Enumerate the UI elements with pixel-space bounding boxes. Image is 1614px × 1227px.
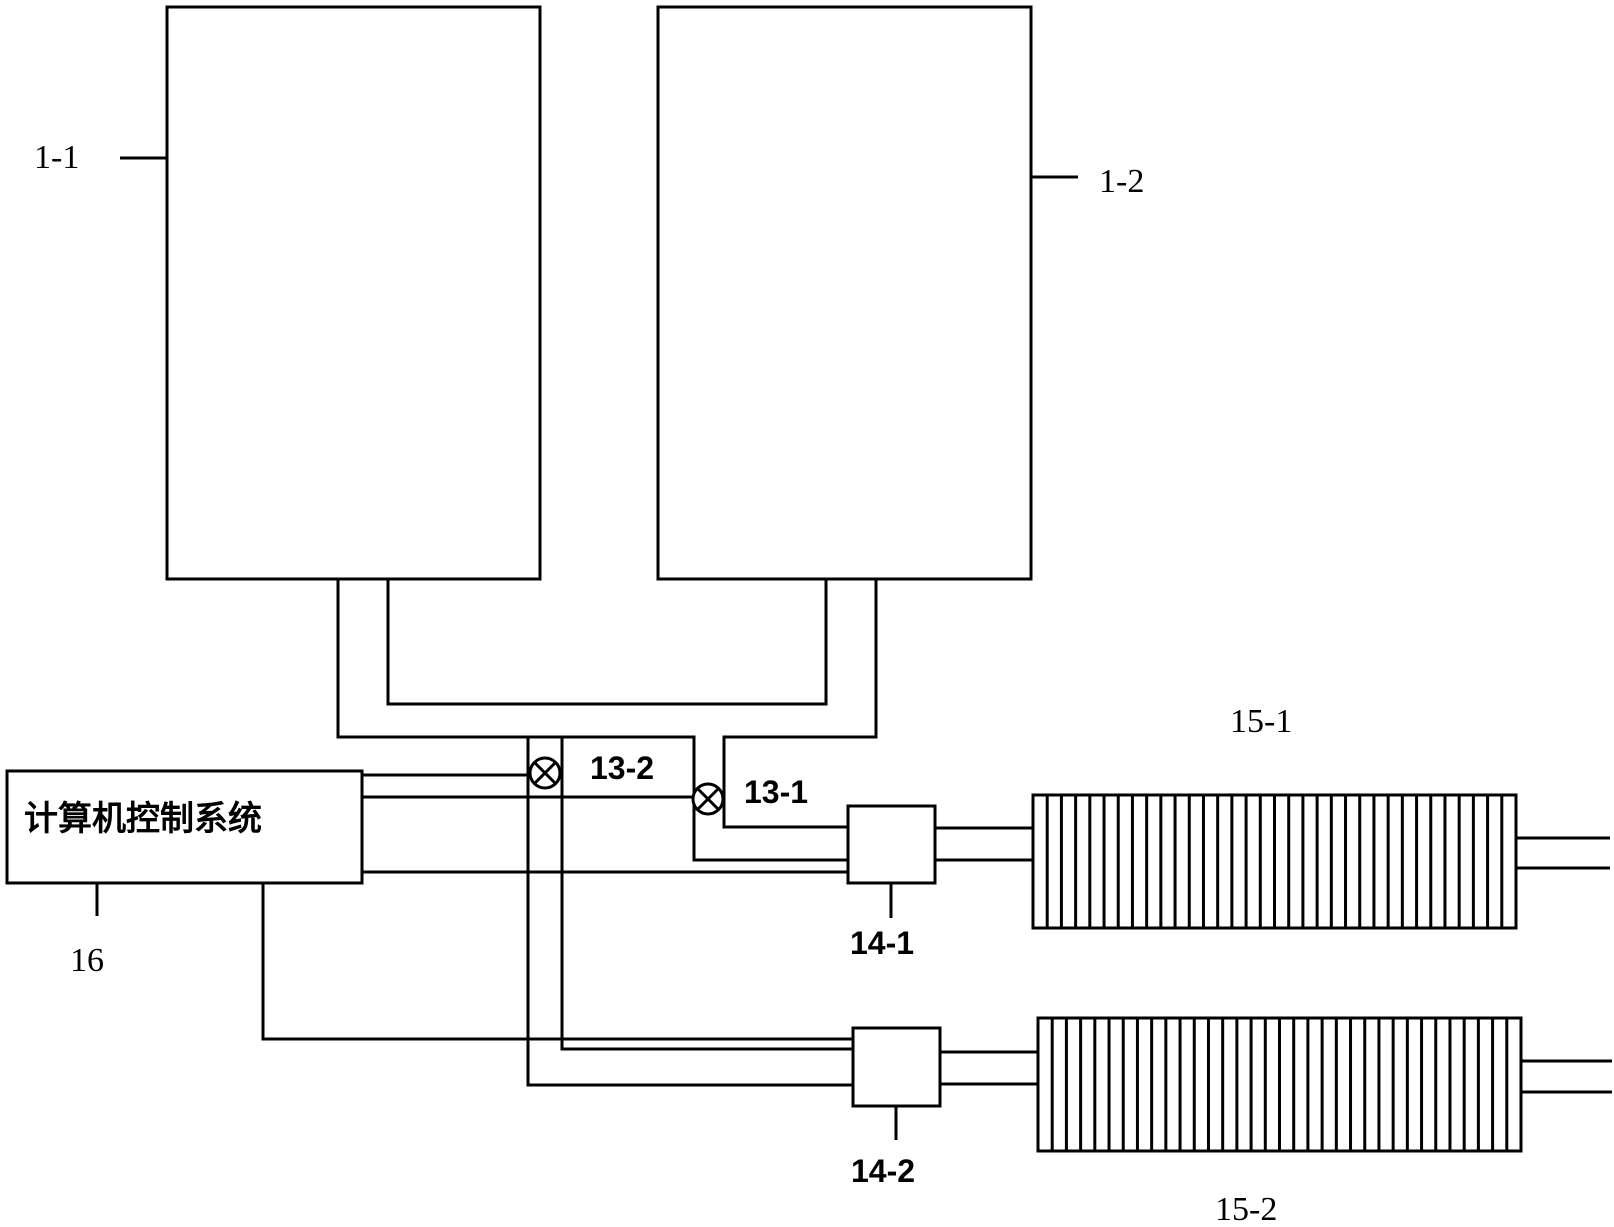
ctrl-line-14-2 [261, 883, 853, 1041]
pipe-to-14-2-lower [526, 737, 853, 1087]
pipe-inner-u [386, 579, 828, 706]
computer-control-box [5, 769, 364, 885]
label-13-2: 13-2 [590, 750, 654, 786]
exchanger-15-1 [1031, 793, 1518, 930]
valve-icon-13-2 [528, 756, 562, 790]
label-16: 16 [70, 942, 104, 979]
valve-icon-13-1 [691, 782, 725, 816]
label-15-2: 15-2 [1215, 1191, 1277, 1227]
label-15-1: 15-1 [1230, 703, 1292, 740]
pipe-to-14-2-upper [560, 737, 853, 1051]
pipe-13-2-to-14-1 [692, 797, 848, 862]
pipe-outer-right [722, 579, 878, 829]
label-13-1: 13-1 [744, 774, 808, 810]
exchanger-15-2 [1036, 1016, 1523, 1153]
unit-14-2 [851, 1026, 942, 1108]
unit-14-1 [846, 804, 937, 885]
label-1-1: 1-1 [34, 139, 79, 176]
pipe-outer-left [336, 579, 528, 739]
label-1-2: 1-2 [1099, 163, 1144, 200]
label-computer-control: 计算机控制系统 [24, 799, 262, 839]
label-14-1: 14-1 [850, 925, 914, 961]
tank-1-1 [165, 5, 542, 581]
label-14-2: 14-2 [851, 1153, 915, 1189]
tank-1-2 [656, 5, 1033, 581]
